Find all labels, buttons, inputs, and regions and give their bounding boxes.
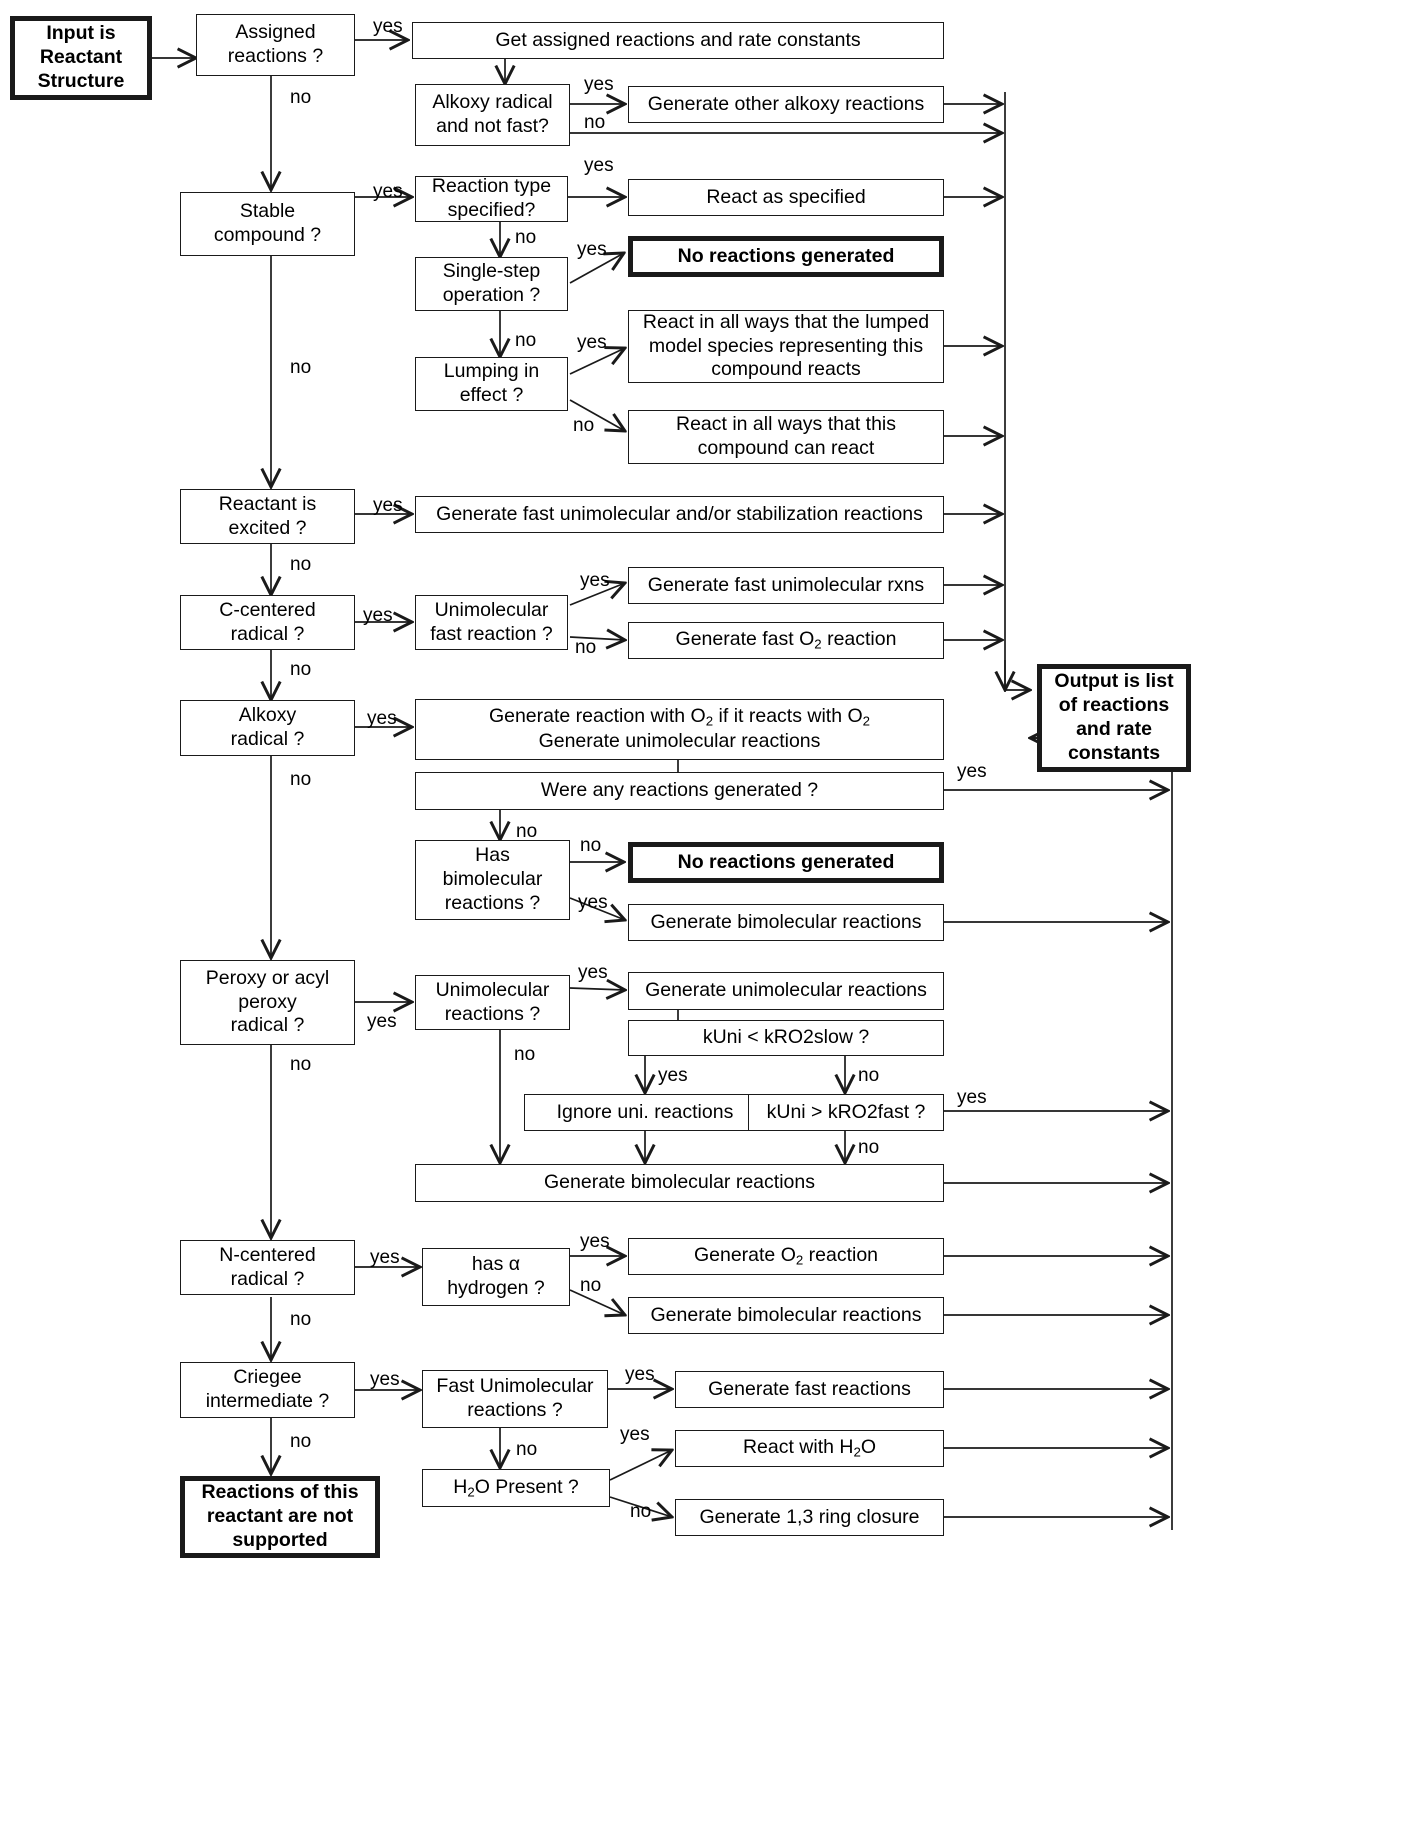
edge-label-no: no bbox=[580, 835, 602, 856]
node-get-assigned-reactions: Get assigned reactions and rate constant… bbox=[412, 22, 944, 59]
edge-label-yes: yes bbox=[577, 239, 607, 260]
node-generate-bimolecular-reactions-1: Generate bimolecular reactions bbox=[628, 904, 944, 941]
node-were-any-reactions-generated: Were any reactions generated ? bbox=[415, 772, 944, 810]
edge-label-no: no bbox=[290, 87, 312, 108]
node-generate-other-alkoxy-reactions: Generate other alkoxy reactions bbox=[628, 86, 944, 123]
edge-label-no: no bbox=[858, 1065, 880, 1086]
edge-label-yes: yes bbox=[373, 495, 403, 516]
edge-label-yes: yes bbox=[367, 708, 397, 729]
node-react-with-h2o: React with H2O bbox=[675, 1430, 944, 1467]
node-generate-bimolecular-reactions-2: Generate bimolecular reactions bbox=[415, 1164, 944, 1202]
edge-label-no: no bbox=[515, 227, 537, 248]
edge-label-yes: yes bbox=[625, 1364, 655, 1385]
edge-label-no: no bbox=[575, 637, 597, 658]
node-generate-unimolecular-reactions: Generate unimolecular reactions bbox=[628, 972, 944, 1010]
edge-label-no: no bbox=[514, 1044, 536, 1065]
edge-label-yes: yes bbox=[957, 761, 987, 782]
edge-label-yes: yes bbox=[584, 74, 614, 95]
node-react-as-specified: React as specified bbox=[628, 179, 944, 216]
edge-label-yes: yes bbox=[367, 1011, 397, 1032]
edge-label-yes: yes bbox=[957, 1087, 987, 1108]
edge-label-no: no bbox=[584, 112, 606, 133]
edge-label-yes: yes bbox=[584, 155, 614, 176]
edge-label-yes: yes bbox=[578, 962, 608, 983]
node-generate-o2-and-unimolecular: Generate reaction with O2 if it reacts w… bbox=[415, 699, 944, 760]
edge-label-no: no bbox=[290, 1054, 312, 1075]
edge-label-no: no bbox=[290, 659, 312, 680]
node-generate-fast-unimolecular-rxns: Generate fast unimolecular rxns bbox=[628, 567, 944, 604]
node-kuni-less-kro2slow: kUni < kRO2slow ? bbox=[628, 1020, 944, 1056]
edge-label-no: no bbox=[516, 1439, 538, 1460]
edge-label-no: no bbox=[580, 1275, 602, 1296]
edge-label-no: no bbox=[858, 1137, 880, 1158]
edge-label-no: no bbox=[290, 1431, 312, 1452]
edge-label-yes: yes bbox=[363, 605, 393, 626]
edge-label-no: no bbox=[573, 415, 595, 436]
node-kuni-greater-kro2fast: kUni > kRO2fast ? bbox=[748, 1094, 944, 1131]
node-no-reactions-generated-1: No reactions generated bbox=[628, 236, 944, 277]
edge-label-yes: yes bbox=[620, 1424, 650, 1445]
node-generate-ring-closure: Generate 1,3 ring closure bbox=[675, 1499, 944, 1536]
edge-label-no: no bbox=[290, 554, 312, 575]
node-h2o-present: H2O Present ? bbox=[422, 1469, 610, 1507]
edge-label-no: no bbox=[630, 1501, 652, 1522]
node-generate-fast-uni-stabilization: Generate fast unimolecular and/or stabil… bbox=[415, 496, 944, 533]
node-generate-o2-reaction: Generate O2 reaction bbox=[628, 1238, 944, 1275]
edge-label-yes: yes bbox=[577, 332, 607, 353]
edge-label-yes: yes bbox=[658, 1065, 688, 1086]
node-ignore-uni-reactions: Ignore uni. reactions bbox=[524, 1094, 766, 1131]
edge-label-no: no bbox=[290, 769, 312, 790]
edge-label-yes: yes bbox=[580, 570, 610, 591]
edge-label-no: no bbox=[516, 821, 538, 842]
edge-label-yes: yes bbox=[578, 892, 608, 913]
edge-label-yes: yes bbox=[373, 181, 403, 202]
edge-label-yes: yes bbox=[370, 1247, 400, 1268]
edge-label-no: no bbox=[290, 1309, 312, 1330]
node-generate-bimolecular-reactions-3: Generate bimolecular reactions bbox=[628, 1297, 944, 1334]
node-generate-fast-reactions: Generate fast reactions bbox=[675, 1371, 944, 1408]
edge-label-no: no bbox=[290, 357, 312, 378]
edge-label-yes: yes bbox=[370, 1369, 400, 1390]
edge-label-no: no bbox=[515, 330, 537, 351]
node-generate-fast-o2-reaction: Generate fast O2 reaction bbox=[628, 622, 944, 659]
edge-label-yes: yes bbox=[580, 1231, 610, 1252]
node-no-reactions-generated-2: No reactions generated bbox=[628, 842, 944, 883]
edge-label-yes: yes bbox=[373, 16, 403, 37]
